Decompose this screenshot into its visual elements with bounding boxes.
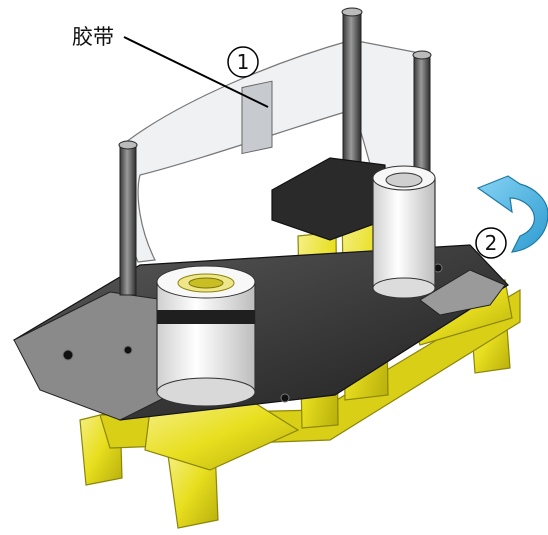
center-post-cap xyxy=(341,7,363,17)
center-post xyxy=(342,11,362,163)
left-spool xyxy=(156,265,256,407)
mount-hole xyxy=(62,349,74,361)
step-1-marker: 1 xyxy=(227,46,259,78)
step-1-circle xyxy=(227,46,259,78)
left-spool-bottom xyxy=(156,377,256,407)
left-spool-band xyxy=(157,310,255,324)
right-spool xyxy=(372,165,436,299)
base-right-plate xyxy=(419,269,506,316)
right-post-cap xyxy=(412,50,432,60)
right-spool-bottom xyxy=(372,277,436,299)
step-2-marker: 2 xyxy=(475,227,507,259)
right-spool-body xyxy=(372,177,436,289)
mount-hole xyxy=(280,393,290,403)
step-2-circle xyxy=(475,227,507,259)
guide-posts xyxy=(118,7,432,296)
right-post xyxy=(413,54,431,186)
tape-callout: 胶带 xyxy=(72,25,269,108)
mount-hole xyxy=(123,345,133,355)
base-left-plate xyxy=(13,291,171,421)
tape-label: 胶带 xyxy=(72,25,114,49)
step-1-number: 1 xyxy=(237,50,250,74)
right-spool-hub xyxy=(385,172,423,188)
tape-leader-line xyxy=(123,36,269,108)
step-2-number: 2 xyxy=(485,231,498,255)
left-post-cap xyxy=(118,140,138,150)
left-post xyxy=(119,144,137,296)
left-spool-hub xyxy=(188,277,224,289)
tape-label-patch xyxy=(241,80,273,155)
clockwise-arrow-icon xyxy=(476,175,548,253)
